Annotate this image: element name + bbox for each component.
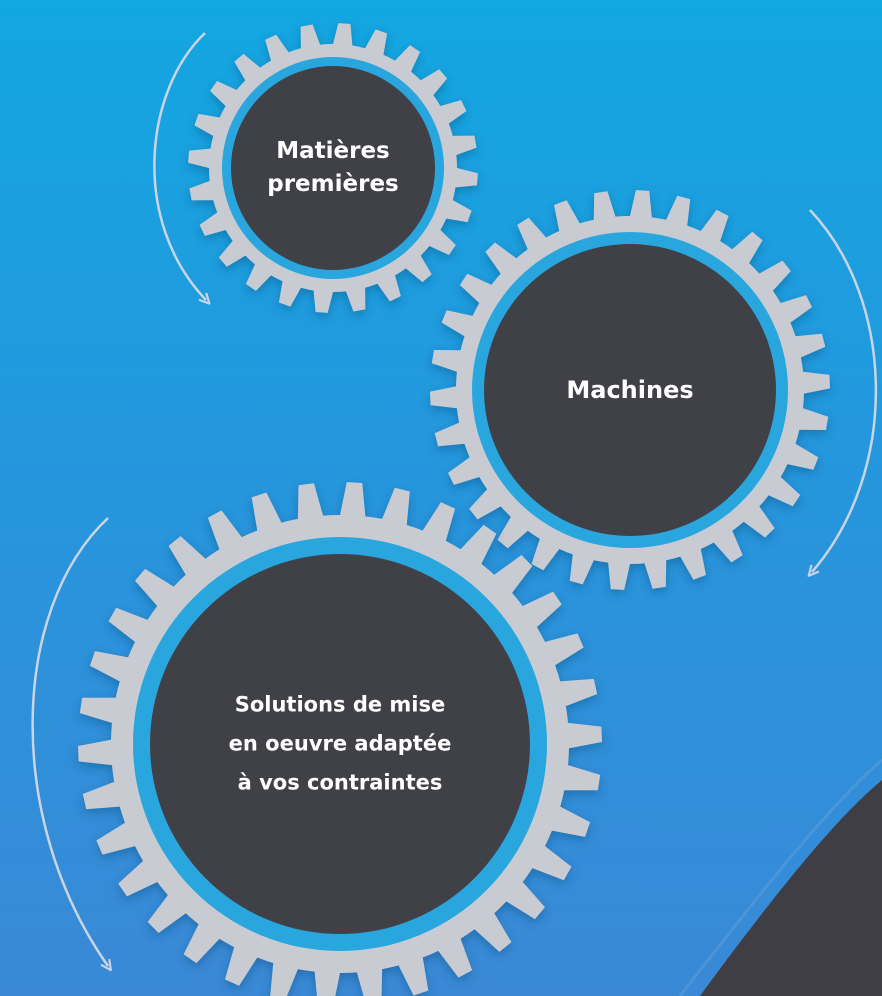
corner-shape bbox=[700, 780, 882, 996]
gear-label-matieres-premieres: Matières premières bbox=[267, 135, 399, 201]
gear-machines bbox=[430, 190, 830, 590]
rotation-arrow-bot bbox=[31, 517, 108, 966]
label-line: à vos contraintes bbox=[237, 770, 443, 795]
gear-core bbox=[484, 244, 776, 536]
label-line: premières bbox=[267, 171, 399, 197]
rotation-arrow-top bbox=[153, 32, 206, 300]
label-line: Machines bbox=[566, 376, 694, 404]
gear-label-solutions: Solutions de mise en oeuvre adaptée à vo… bbox=[229, 686, 452, 803]
rotation-arrow-mid bbox=[810, 209, 878, 572]
gear-label-machines: Machines bbox=[566, 374, 693, 406]
label-line: Solutions de mise bbox=[234, 692, 446, 717]
gear-core bbox=[231, 66, 435, 270]
gear-core bbox=[150, 554, 530, 934]
corner-edge bbox=[678, 758, 882, 996]
gear-matieres-premieres bbox=[188, 23, 478, 313]
label-line: Matières bbox=[276, 138, 390, 164]
label-line: en oeuvre adaptée bbox=[228, 731, 452, 756]
gear-solutions bbox=[78, 482, 602, 996]
